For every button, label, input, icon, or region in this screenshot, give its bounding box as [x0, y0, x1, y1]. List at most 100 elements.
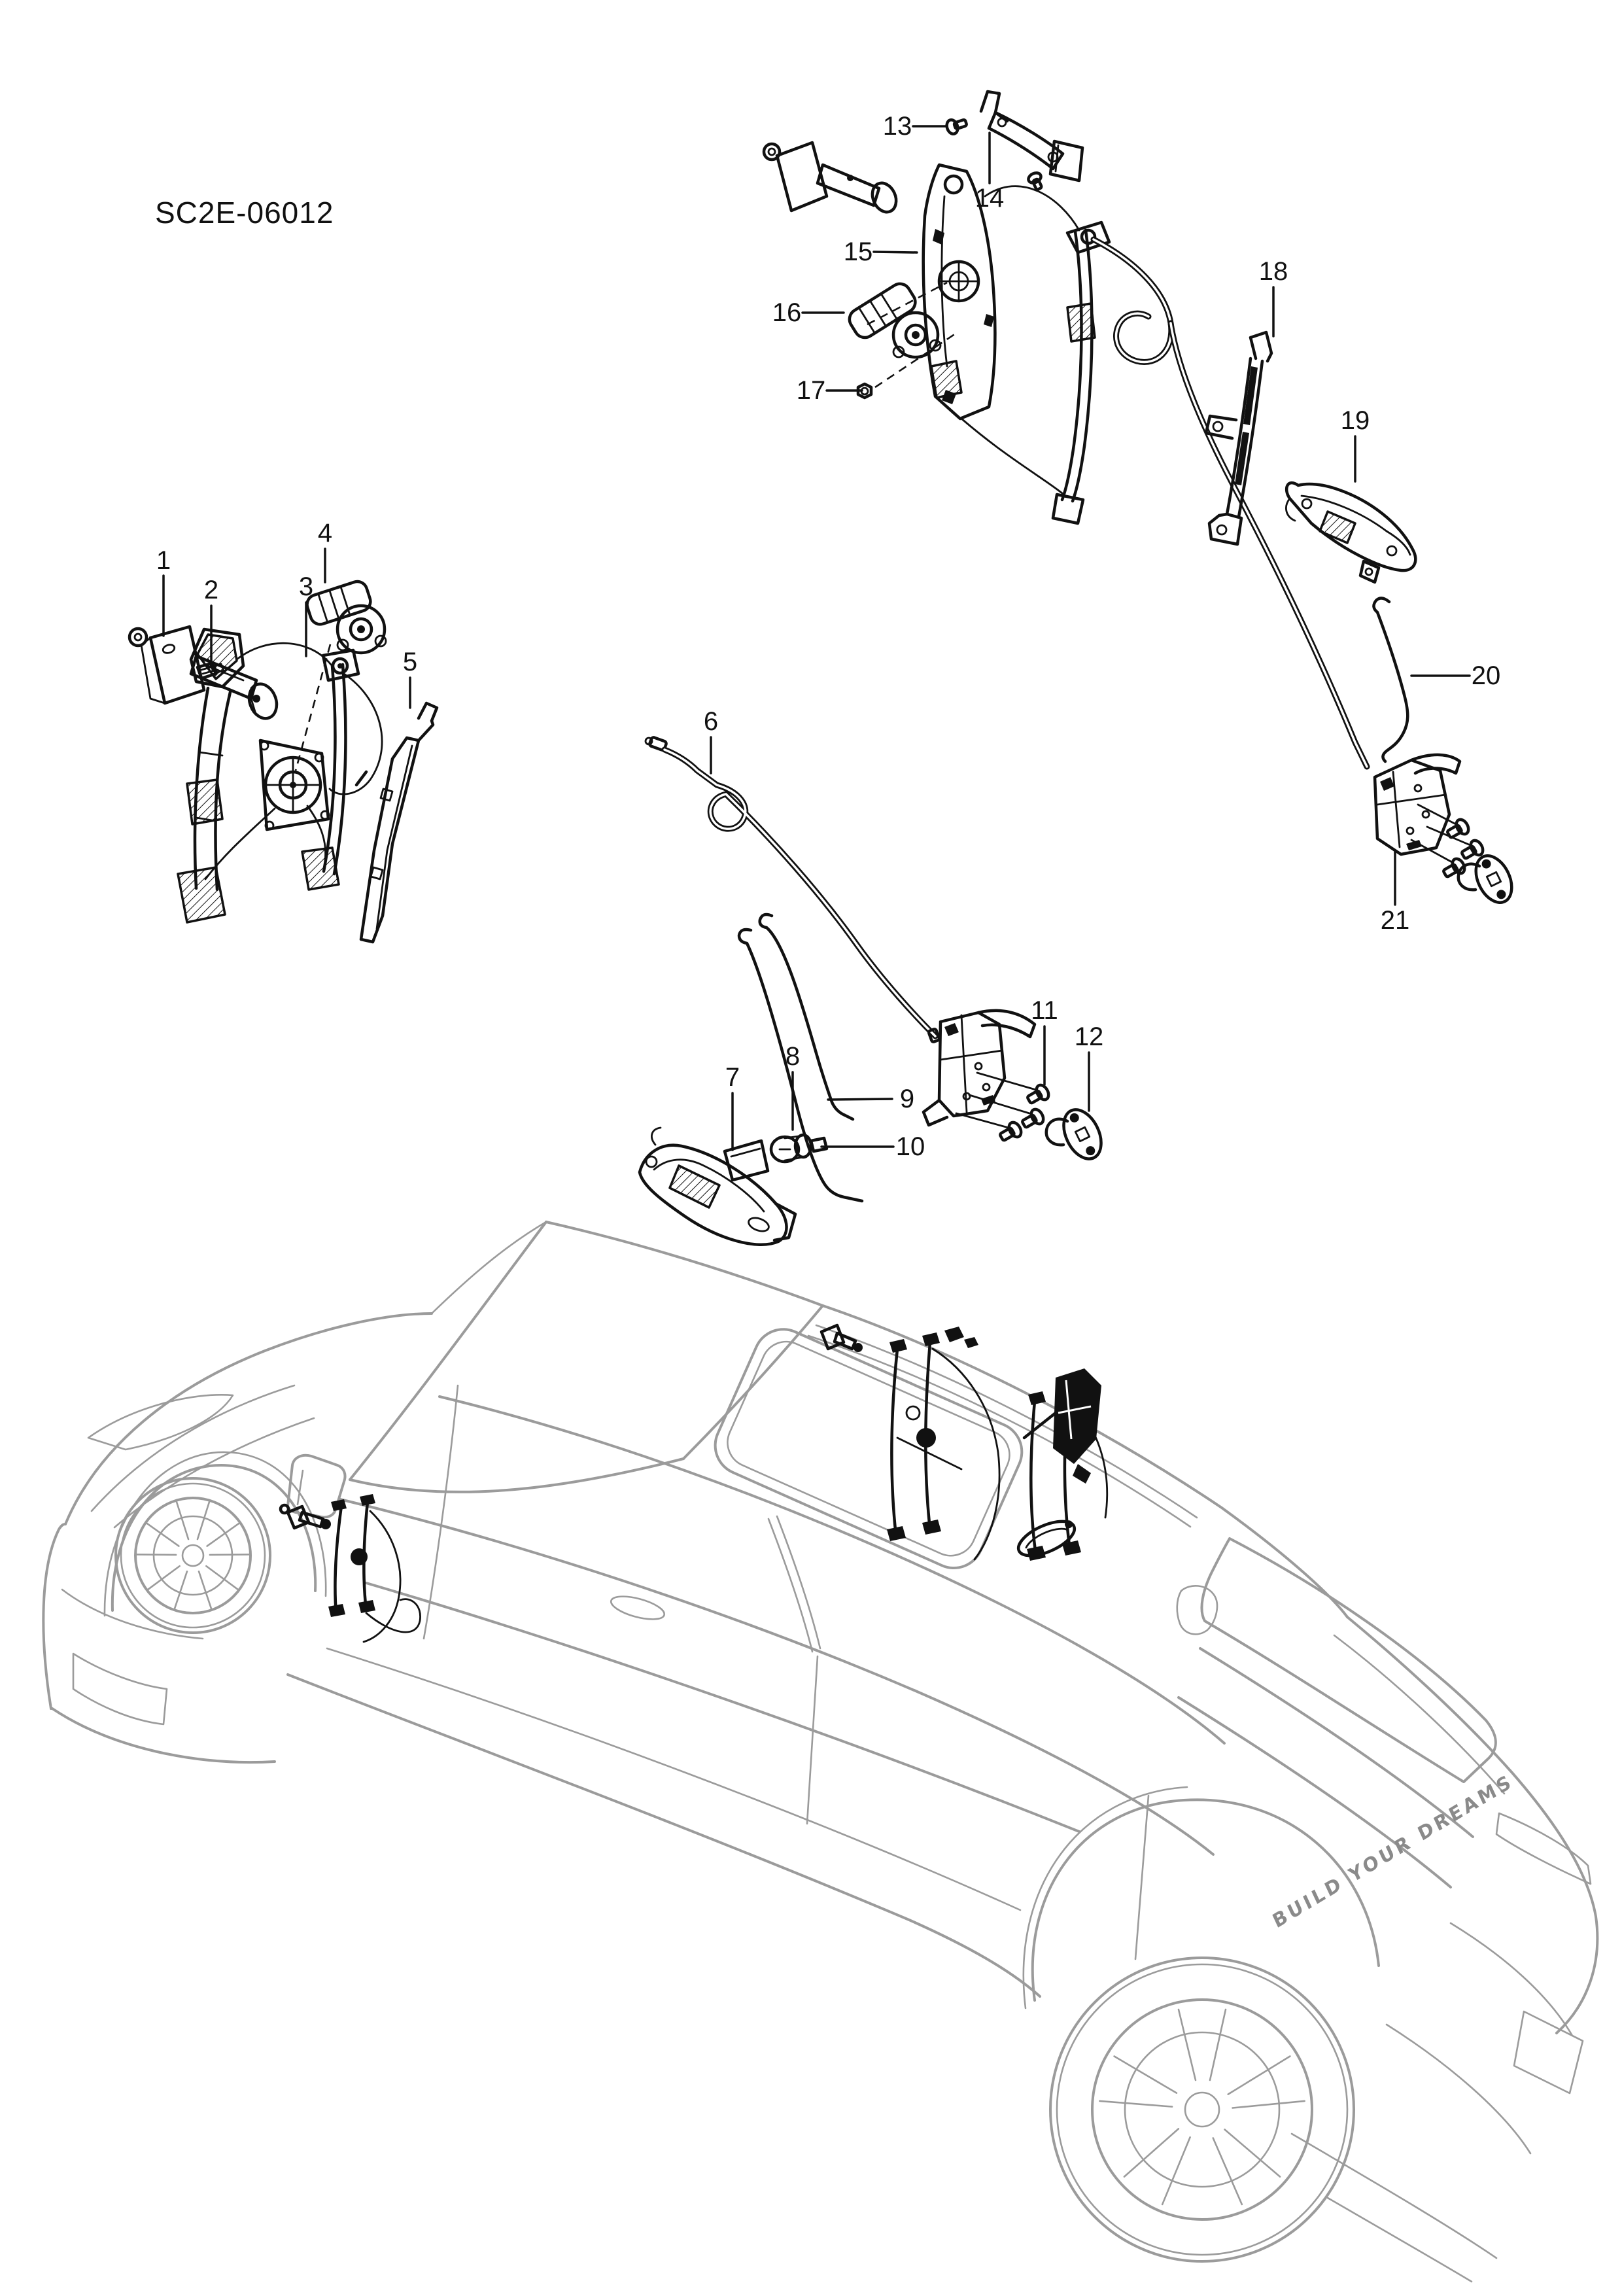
part-12-striker — [1044, 1108, 1103, 1160]
callout-number: 20 — [1472, 661, 1501, 690]
part-7-outside-handle — [638, 1126, 797, 1247]
callout-3: 3 — [299, 572, 313, 657]
part-21-latch — [1373, 753, 1513, 904]
callout-number: 3 — [299, 572, 313, 601]
part-group-rear-door-regulator — [762, 90, 1370, 770]
car-rear-window — [1200, 1537, 1497, 1783]
car-grille-line — [61, 1588, 204, 1640]
part-8-lock-cylinder — [769, 1133, 829, 1164]
front-door-latch-assembly — [922, 1009, 1037, 1127]
callout-15: 15 — [844, 237, 918, 266]
car-rear-wheel-arch — [1031, 1798, 1380, 2002]
part-15-window-regulator — [922, 163, 1111, 525]
car-front-vent — [72, 1652, 168, 1726]
callout-1: 1 — [156, 546, 171, 637]
callout-13: 13 — [883, 112, 948, 141]
car-taillight — [1495, 1812, 1592, 1885]
car-sunroof — [714, 1328, 1024, 1570]
callout-number: 2 — [204, 576, 218, 604]
part-16-window-motor — [848, 281, 958, 389]
callout-number: 9 — [900, 1085, 914, 1113]
car-windshield-top — [545, 1221, 824, 1307]
front-wheel — [114, 1477, 271, 1634]
car-a-pillar — [349, 1221, 547, 1481]
rear-door-check — [762, 141, 898, 214]
callout-number: 11 — [1031, 996, 1058, 1025]
callout-16: 16 — [772, 298, 845, 327]
part-13-screw — [945, 118, 968, 135]
car-overlay-front-door-check — [279, 1503, 331, 1530]
car-windshield-edge — [682, 1304, 824, 1460]
part-14-bracket — [979, 90, 1084, 191]
part-19-handle-carrier — [1285, 481, 1417, 584]
car-diffuser-line — [1326, 2197, 1473, 2283]
car-front-fascia — [42, 1523, 67, 1710]
car-tailgate-line — [1177, 1696, 1452, 1888]
car-front-bumper — [51, 1707, 276, 1764]
car-b-pillar — [767, 1518, 814, 1653]
diagram-code: SC2E-06012 — [155, 196, 334, 230]
callout-number: 10 — [896, 1132, 925, 1161]
callout-4: 4 — [318, 519, 332, 583]
car-front-door-handle — [610, 1595, 666, 1620]
part-18-glass-channel — [1204, 330, 1273, 546]
callout-number: 14 — [975, 184, 1005, 213]
callout-number: 12 — [1075, 1022, 1104, 1051]
callout-21: 21 — [1381, 850, 1409, 935]
car-headlight — [87, 1394, 234, 1451]
callout-number: 18 — [1259, 257, 1288, 286]
rear-wheel — [1049, 1957, 1355, 2263]
car-hatch-outline — [1346, 1616, 1599, 2034]
callout-number: 13 — [883, 112, 912, 141]
callout-10: 10 — [820, 1132, 925, 1161]
car-tailgate-line — [1199, 1647, 1474, 1838]
callout-14: 14 — [975, 131, 1005, 213]
part-20-lock-rod — [1372, 597, 1409, 763]
part-group-rear-door-handle-latch — [1204, 330, 1513, 904]
car-overlay-front-door-regulator — [328, 1494, 421, 1643]
callout-number: 17 — [797, 376, 826, 405]
callout-number: 6 — [704, 707, 718, 736]
part-3-window-regulator — [177, 627, 383, 924]
part-group-front-door-regulator — [128, 580, 439, 944]
callout-9: 9 — [827, 1085, 914, 1113]
callout-11: 11 — [1031, 996, 1058, 1086]
car-roof-rail — [815, 1324, 1198, 1519]
car-rocker — [286, 1673, 1041, 1998]
car-hood-crease — [90, 1384, 296, 1512]
car-mirror-line — [296, 1469, 304, 1506]
part-4-window-motor — [294, 580, 387, 771]
callout-19: 19 — [1341, 406, 1370, 483]
car-rear-vent — [1513, 2010, 1584, 2095]
callout-18: 18 — [1259, 257, 1288, 338]
part-10-lock-rod-long — [737, 928, 864, 1203]
car-rear-bumper-line — [1385, 2023, 1532, 2155]
callout-number: 15 — [844, 237, 873, 266]
car-beltline — [339, 1498, 1215, 1856]
car-rear-door-seam — [1134, 1794, 1150, 1960]
callout-8: 8 — [785, 1042, 800, 1131]
callout-5: 5 — [403, 648, 417, 709]
car-door-seam — [806, 1655, 819, 1825]
car-overlay-rear-door-parts — [820, 1323, 1109, 1561]
car-hatch-inner — [1333, 1634, 1506, 1795]
car-rear-fender-flare — [1022, 1786, 1188, 2009]
car-window-top-line — [438, 1395, 1226, 1745]
part-9-lock-rod — [758, 913, 855, 1121]
callout-number: 5 — [403, 648, 417, 676]
car-cowl — [430, 1221, 547, 1315]
callout-number: 16 — [772, 298, 802, 327]
rear-door-cable — [1090, 236, 1370, 770]
callout-number: 4 — [318, 519, 332, 548]
callout-leader-line — [827, 1098, 893, 1101]
callout-7: 7 — [725, 1063, 740, 1151]
callout-number: 1 — [156, 546, 171, 575]
callout-6: 6 — [704, 707, 718, 774]
part-group-front-door-handle-latch — [638, 736, 1103, 1247]
callout-number: 7 — [725, 1063, 740, 1092]
car-lower-crease — [326, 1647, 1022, 1911]
car-rear-bumper-line — [1449, 1922, 1574, 2037]
car-front-door-seam — [423, 1384, 459, 1640]
